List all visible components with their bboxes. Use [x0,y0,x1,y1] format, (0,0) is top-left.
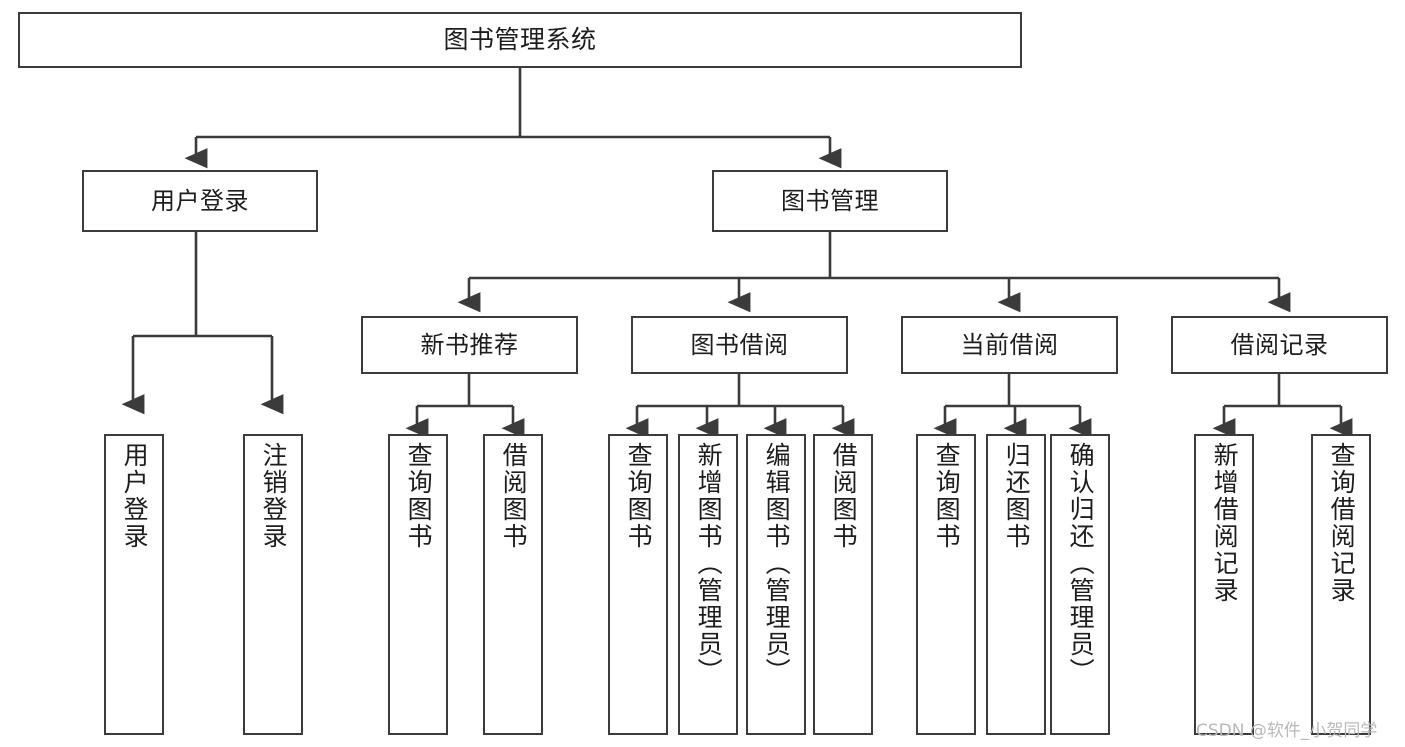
node-label: 编辑图书（管理员） [762,442,792,685]
node-label: 确认归还（管理员） [1066,442,1096,685]
node-label: 新书推荐 [420,330,519,359]
node-leaf-user-login[interactable]: 用户登录 [104,434,164,735]
node-label: 查询借阅记录 [1327,442,1357,604]
node-leaf-borrow-book[interactable]: 借阅图书 [813,434,873,735]
node-leaf-add-borrow-record[interactable]: 新增借阅记录 [1194,434,1254,735]
node-leaf-query-book-recommend[interactable]: 查询图书 [388,434,448,735]
node-book-management[interactable]: 图书管理 [712,170,948,232]
node-borrow-record[interactable]: 借阅记录 [1171,316,1388,374]
node-label: 用户登录 [151,186,249,215]
node-label: 查询图书 [624,442,654,550]
node-leaf-add-book-admin[interactable]: 新增图书（管理员） [678,434,738,735]
node-leaf-borrow-book-recommend[interactable]: 借阅图书 [483,434,543,735]
node-book-borrow[interactable]: 图书借阅 [631,316,848,374]
node-leaf-edit-book-admin[interactable]: 编辑图书（管理员） [746,434,806,735]
node-leaf-confirm-return-admin[interactable]: 确认归还（管理员） [1050,434,1110,735]
node-label: 图书管理系统 [443,25,597,55]
node-leaf-query-book-current[interactable]: 查询图书 [916,434,976,735]
node-leaf-logout[interactable]: 注销登录 [243,434,303,735]
node-label: 借阅记录 [1230,330,1329,359]
node-label: 用户登录 [120,442,150,550]
node-label: 借阅图书 [499,442,529,550]
node-label: 新增图书（管理员） [694,442,724,685]
node-label: 注销登录 [259,442,289,550]
node-leaf-query-borrow-record[interactable]: 查询借阅记录 [1311,434,1371,735]
node-leaf-query-book-borrow[interactable]: 查询图书 [608,434,668,735]
node-user-login[interactable]: 用户登录 [82,170,318,232]
node-label: 当前借阅 [960,330,1059,359]
watermark-text: CSDN @软件_小贺同学 [1196,721,1378,741]
node-root-book-management-system[interactable]: 图书管理系统 [18,12,1022,68]
node-label: 图书借阅 [690,330,789,359]
node-label: 图书管理 [781,186,879,215]
node-current-borrow[interactable]: 当前借阅 [901,316,1118,374]
node-leaf-return-book[interactable]: 归还图书 [986,434,1046,735]
node-label: 归还图书 [1002,442,1032,550]
node-label: 新增借阅记录 [1210,442,1240,604]
node-label: 查询图书 [932,442,962,550]
node-label: 借阅图书 [829,442,859,550]
node-new-book-recommend[interactable]: 新书推荐 [361,316,578,374]
node-label: 查询图书 [404,442,434,550]
